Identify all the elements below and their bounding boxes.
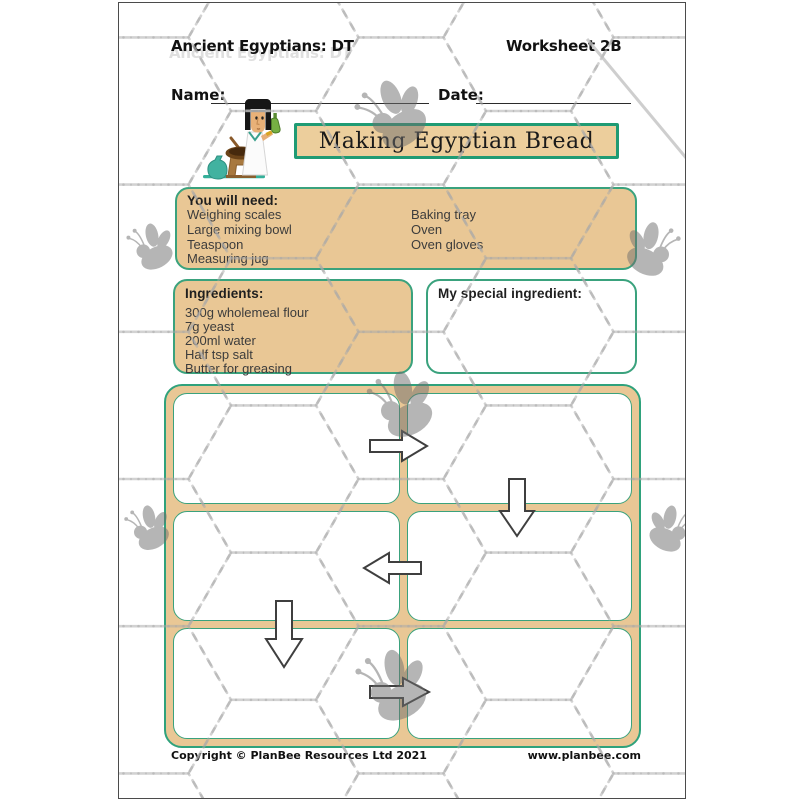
ingredient-item: Butter for greasing xyxy=(185,360,292,376)
equipment-item: Oven gloves xyxy=(411,236,484,252)
egyptian-baker-illustration xyxy=(203,99,281,180)
special-ingredient-heading: My special ingredient: xyxy=(438,286,582,301)
header-course-title: Ancient Egyptians: DT xyxy=(171,37,354,55)
ingredient-item: 7g yeast xyxy=(185,318,235,334)
title-banner: Making Egyptian Bread xyxy=(294,123,619,159)
arrow-left-icon xyxy=(362,551,422,585)
special-ingredient-box[interactable]: My special ingredient: xyxy=(426,279,637,374)
footer-website: www.planbee.com xyxy=(527,749,641,762)
you-will-need-box: You will need: Weighing scales Large mix… xyxy=(175,187,637,270)
bee-silhouette xyxy=(644,503,685,558)
header-worksheet-number: Worksheet 2B xyxy=(506,37,622,55)
worksheet-title: Making Egyptian Bread xyxy=(318,128,595,154)
arrow-down-icon xyxy=(498,478,536,538)
date-input-line[interactable] xyxy=(476,86,631,104)
ingredient-item: Half tsp salt xyxy=(185,346,253,362)
you-will-need-heading: You will need: xyxy=(187,193,279,208)
arrow-down-icon xyxy=(264,600,304,669)
ingredients-list: 300g wholemeal flour 7g yeast 200ml wate… xyxy=(185,306,411,376)
arrow-right-icon xyxy=(369,429,429,463)
bee-silhouette xyxy=(125,221,178,276)
ingredients-heading: Ingredients: xyxy=(185,286,264,301)
sequence-step-box-1[interactable] xyxy=(173,393,400,504)
ingredient-item: 200ml water xyxy=(185,332,256,348)
you-will-need-column-2: Baking tray Oven Oven gloves xyxy=(411,207,484,252)
equipment-item: Oven xyxy=(411,221,443,237)
sequence-step-box-6[interactable] xyxy=(407,628,632,739)
ingredients-box: Ingredients: 300g wholemeal flour 7g yea… xyxy=(173,279,413,376)
equipment-item: Measuring jug xyxy=(187,251,269,267)
ingredient-item: 300g wholemeal flour xyxy=(185,305,309,320)
worksheet-page: Ancient Egyptians: DT Worksheet 2B Name:… xyxy=(118,2,686,799)
equipment-item: Baking tray xyxy=(411,207,477,222)
arrow-right-icon xyxy=(369,676,432,708)
footer-copyright: Copyright © PlanBee Resources Ltd 2021 xyxy=(171,749,427,762)
